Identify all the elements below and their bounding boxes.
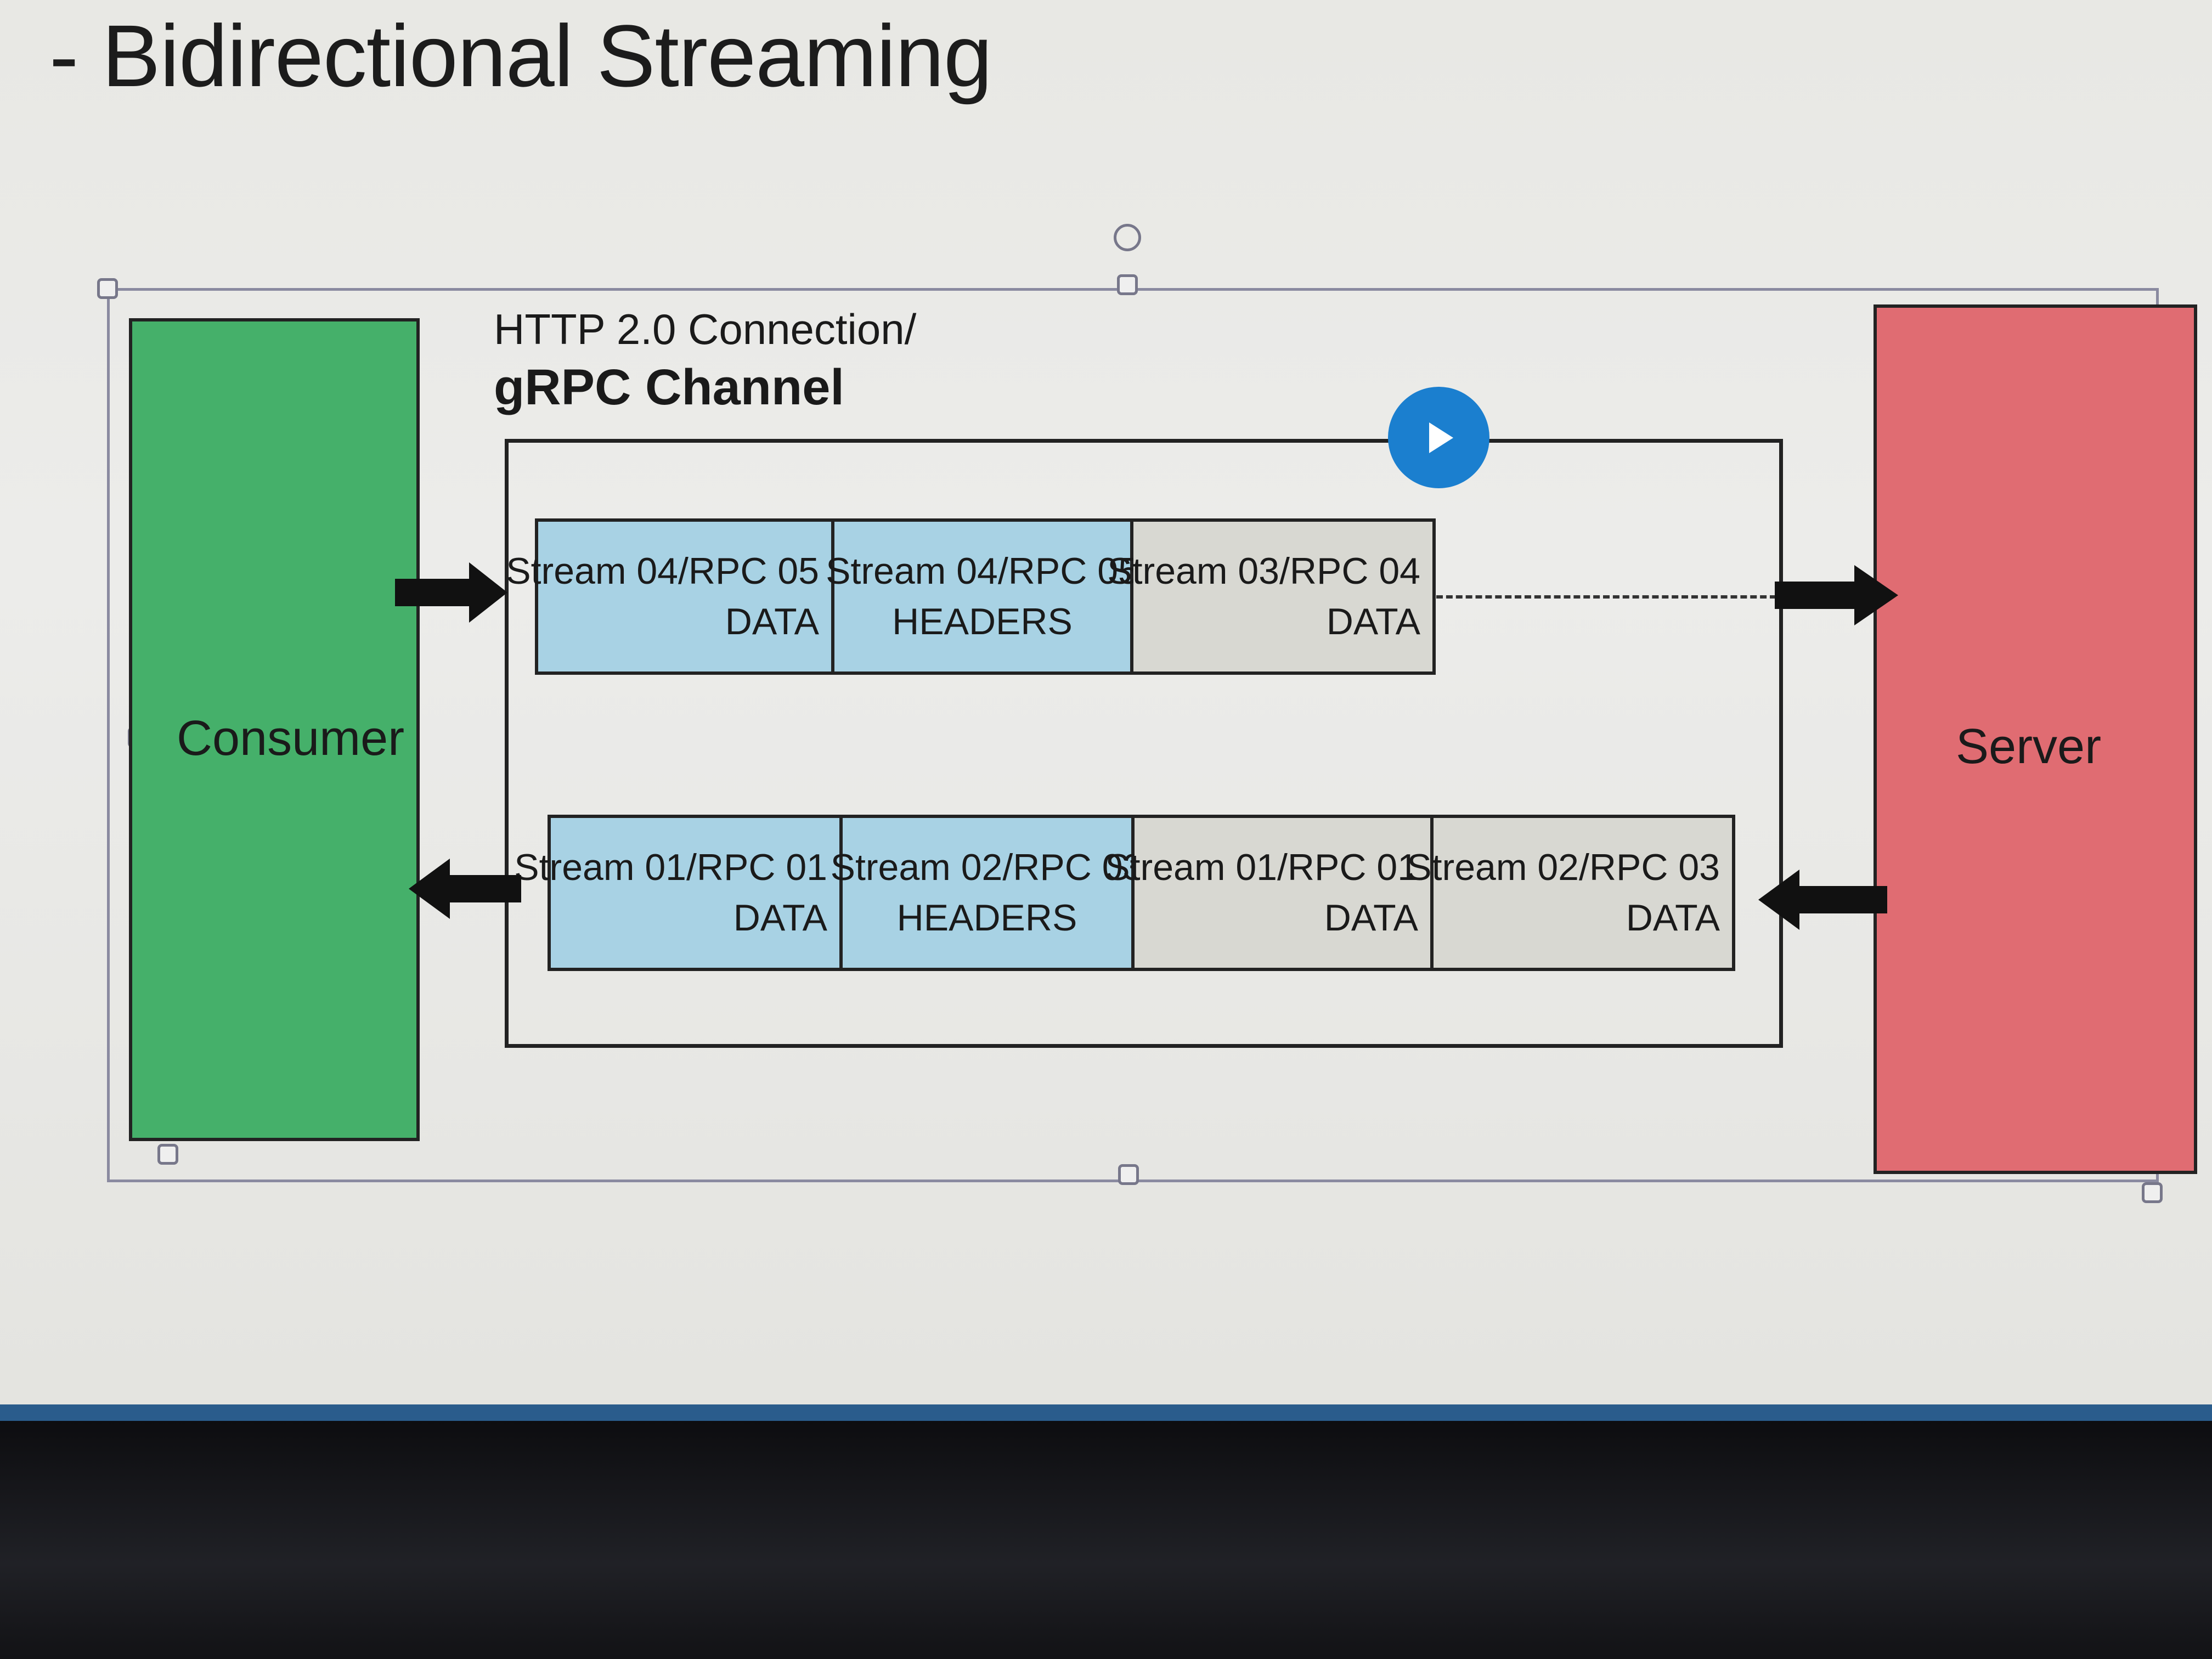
resize-handle-top-left[interactable] — [97, 278, 118, 299]
frame-stream-label: Stream 02/RPC 03 — [1407, 846, 1720, 888]
frame-stream-label: Stream 01/RPC 01 — [1105, 846, 1418, 888]
channel-label-line2: gRPC Channel — [494, 359, 844, 415]
resize-handle-bottom-right[interactable] — [2142, 1182, 2163, 1203]
presentation-slide: - Bidirectional Streaming Consumer Serve… — [0, 0, 2212, 1404]
grpc-channel-box — [505, 439, 1783, 1048]
frame-type-label: HEADERS — [896, 896, 1077, 939]
frame-type-label: DATA — [1326, 600, 1420, 642]
frame-stream-label: Stream 03/RPC 04 — [1107, 550, 1420, 592]
resize-handle-bottom-left[interactable] — [157, 1144, 178, 1165]
frame-type-label: DATA — [725, 600, 819, 642]
frame-stream-label: Stream 01/RPC 01 — [514, 846, 827, 888]
arrow-consumer-to-channel — [395, 562, 507, 623]
response-frame: Stream 01/RPC 01 DATA — [514, 818, 843, 968]
play-icon — [1429, 422, 1453, 453]
frame-stream-label: Stream 02/RPC 03 — [830, 846, 1144, 888]
frame-stream-label: Stream 04/RPC 05 — [826, 550, 1139, 592]
consumer-label: Consumer — [177, 711, 405, 766]
frame-type-label: DATA — [1324, 896, 1418, 939]
arrow-channel-to-consumer — [409, 859, 521, 919]
server-block[interactable] — [1874, 304, 2197, 1174]
frame-type-label: DATA — [733, 896, 827, 939]
frame-type-label: DATA — [1626, 896, 1720, 939]
server-label: Server — [1956, 719, 2102, 774]
channel-label-line1: HTTP 2.0 Connection/ — [494, 305, 917, 353]
slide-title: - Bidirectional Streaming — [49, 7, 992, 105]
channel-title: HTTP 2.0 Connection/ gRPC Channel — [494, 304, 916, 416]
response-frame: Stream 02/RPC 03 HEADERS — [831, 818, 1143, 968]
response-frame: Stream 01/RPC 01 DATA — [1105, 818, 1434, 968]
consumer-block[interactable] — [129, 318, 420, 1141]
resize-handle-top-center[interactable] — [1117, 274, 1138, 295]
request-frame: Stream 04/RPC 05 HEADERS — [826, 522, 1139, 672]
play-button[interactable] — [1388, 387, 1489, 488]
arrow-server-to-channel — [1758, 870, 1887, 930]
request-frame: Stream 03/RPC 04 DATA — [1107, 522, 1432, 672]
frame-stream-label: Stream 04/RPC 05 — [506, 550, 819, 592]
dashed-connector — [1436, 595, 1776, 599]
resize-handle-bottom-center[interactable] — [1118, 1164, 1139, 1185]
request-frames-row: Stream 04/RPC 05 DATA Stream 04/RPC 05 H… — [506, 518, 1436, 675]
frame-type-label: HEADERS — [892, 600, 1073, 642]
flow-arrows — [395, 562, 1898, 930]
arrow-channel-to-server — [1775, 565, 1898, 625]
monitor-bezel — [0, 1421, 2212, 1659]
response-frame: Stream 02/RPC 03 DATA — [1407, 818, 1732, 968]
response-frames-row: Stream 01/RPC 01 DATA Stream 02/RPC 03 H… — [514, 815, 1735, 971]
request-frame: Stream 04/RPC 05 DATA — [506, 522, 834, 672]
taskbar-accent — [0, 1404, 2212, 1421]
rotate-handle[interactable] — [1114, 224, 1141, 251]
